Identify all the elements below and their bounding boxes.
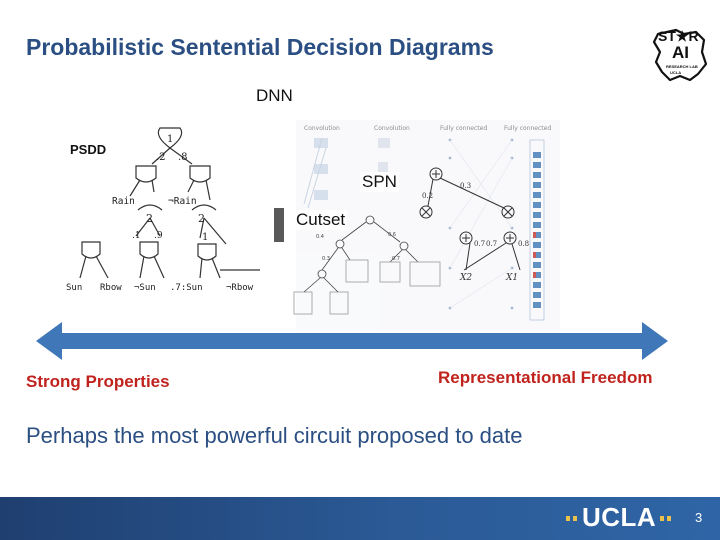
logo-text-star: ST★R (658, 28, 699, 44)
spn-weight: 0.2 (422, 192, 433, 200)
footer-bar: UCLA 3 (0, 497, 720, 540)
footer-dots-icon (660, 516, 671, 521)
spn-weight: 0.8 (518, 240, 529, 248)
spectrum-arrow (36, 320, 668, 362)
cutset-label: Cutset (294, 210, 348, 230)
double-arrow-icon (36, 322, 668, 360)
psdd-weight: .9 (154, 231, 163, 241)
dnn-layer-label: Fully connected (504, 125, 551, 132)
psdd-leaf: .7:Sun (170, 283, 203, 293)
psdd-node-number: 1 (167, 134, 173, 145)
cutset-weight: 0.7 (392, 256, 400, 262)
logo-outline (652, 28, 708, 82)
spn-weight: 0.3 (460, 182, 471, 190)
strong-properties-label: Strong Properties (26, 372, 170, 391)
psdd-leaf: Sun (66, 283, 82, 293)
psdd-label: PSDD (70, 142, 106, 157)
psdd-weight: .2 (156, 152, 166, 163)
psdd-node-number: 1 (202, 232, 208, 243)
slide-tagline: Perhaps the most powerful circuit propos… (26, 423, 523, 448)
page-number: 3 (695, 510, 703, 525)
spn-variable: X2 (459, 273, 472, 283)
starai-logo: ST★R AI RESEARCH LAB UCLA (650, 24, 714, 86)
spn-variable: X1 (505, 273, 518, 283)
psdd-graph (79, 127, 260, 279)
dnn-layer-label: Fully connected (440, 125, 487, 132)
spn-weight: 0.7 (486, 240, 497, 248)
cutset-weight: 0.6 (388, 232, 396, 238)
psdd-node-number: 2 (146, 212, 153, 225)
psdd-leaf: ¬Rbow (226, 283, 254, 293)
cutset-weight: 0.4 (316, 234, 324, 240)
logo-text-lab: RESEARCH LAB (666, 64, 698, 69)
psdd-weight: .8 (178, 152, 188, 163)
spn-label: SPN (360, 172, 399, 192)
psdd-node-number: 2 (198, 212, 205, 225)
dnn-layer-label: Convolution (374, 125, 410, 132)
dnn-label: DNN (256, 86, 293, 105)
cutset-graph (293, 215, 441, 315)
representational-freedom-label: Representational Freedom (438, 368, 653, 387)
dnn-layer-label: Convolution (304, 125, 340, 132)
footer-dots-icon (566, 516, 577, 521)
cutset-weight: 0.3 (322, 256, 330, 262)
spn-weight: 0.7 (474, 240, 485, 248)
psdd-literal: ¬Rain (168, 196, 197, 207)
psdd-leaf: ¬Sun (134, 283, 156, 293)
logo-text-ai: AI (672, 43, 689, 62)
spn-graph (419, 167, 521, 271)
logo-text-ucla: UCLA (670, 70, 682, 75)
psdd-leaf: Rbow (100, 283, 122, 293)
psdd-literal: Rain (112, 196, 135, 207)
slide-title: Probabilistic Sentential Decision Diagra… (26, 34, 494, 60)
psdd-weight: .1 (132, 231, 141, 241)
ucla-logo: UCLA (582, 502, 657, 532)
